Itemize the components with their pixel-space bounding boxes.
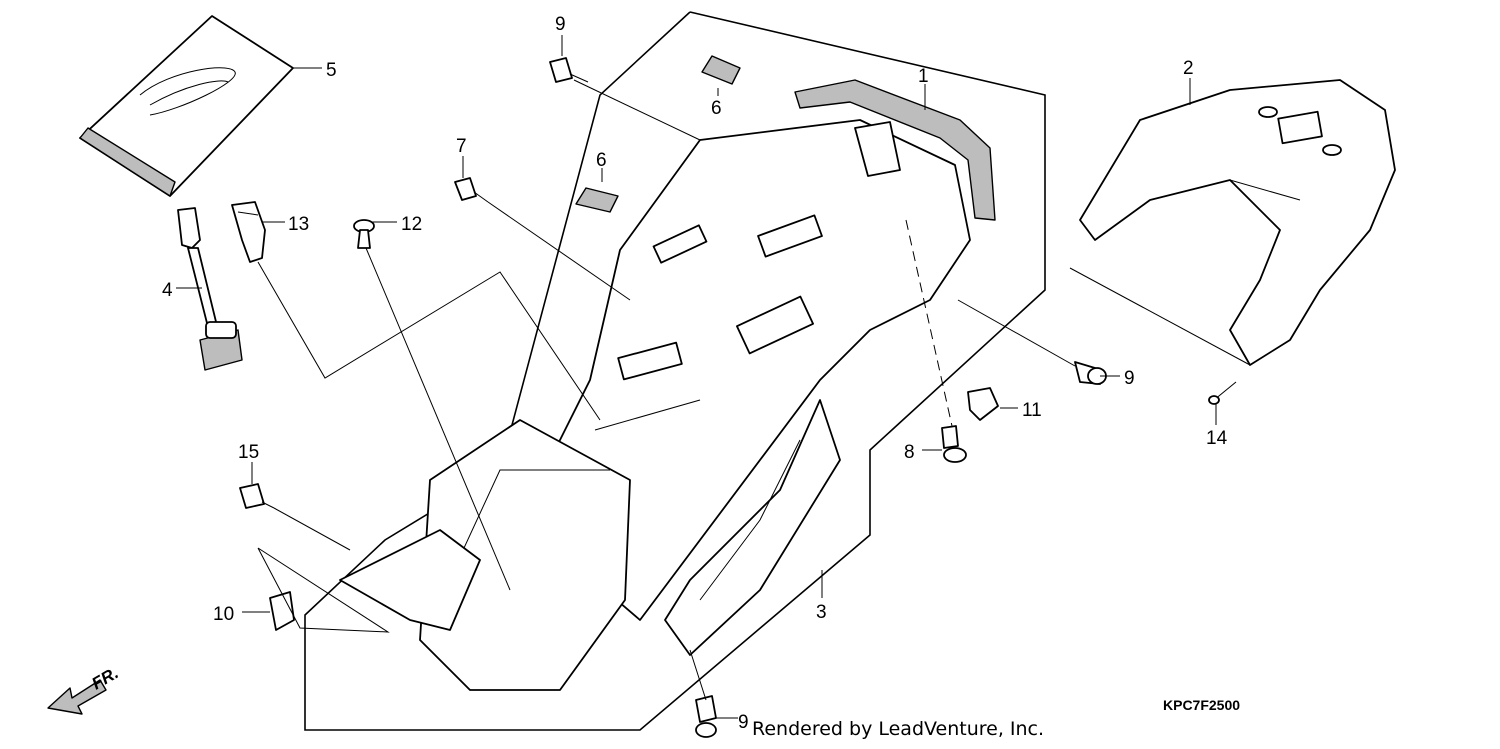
part-12-screw (353, 219, 375, 249)
assembly-outline-frame (304, 11, 1046, 731)
callout-15: 15 (238, 442, 259, 463)
callout-5: 5 (326, 60, 337, 81)
part-13-clip (231, 201, 266, 263)
callout-14: 14 (1206, 428, 1228, 449)
callout-13: 13 (288, 214, 309, 235)
callout-3: 3 (816, 602, 827, 623)
front-direction-arrow-icon: FR. (47, 663, 122, 715)
callout-9-right: 9 (1124, 368, 1135, 389)
part-15-bolt (239, 483, 275, 509)
callout-12: 12 (401, 214, 422, 235)
callout-9-bottom: 9 (738, 712, 749, 733)
part-5-tool-pouch (79, 15, 294, 197)
part-11-clip-nut (967, 387, 999, 421)
part-6-pad-upper (701, 55, 741, 85)
leader-lines (176, 35, 1251, 719)
part-14-screw (1208, 381, 1237, 405)
callout-10: 10 (213, 604, 234, 625)
callout-7: 7 (456, 136, 467, 157)
drawing-code: KPC7F2500 (1163, 697, 1241, 713)
part-3-rear-fender (339, 119, 971, 691)
part-6-pad-lower (575, 187, 619, 213)
callout-2: 2 (1183, 58, 1194, 79)
callout-11: 11 (1022, 400, 1042, 421)
watermark-text: Rendered by LeadVenture, Inc. (752, 718, 1045, 740)
part-4-rubber-strap (177, 207, 243, 371)
callout-4: 4 (162, 280, 173, 301)
callout-8: 8 (904, 442, 915, 463)
part-9-bolt-right (1074, 361, 1107, 385)
callout-6-lower: 6 (596, 150, 607, 171)
part-10-clip (269, 591, 295, 631)
part-9-bolt-bottom (695, 695, 717, 738)
part-7-bolt (454, 177, 489, 203)
callout-6-upper: 6 (711, 98, 722, 119)
part-2-rear-cowl (1079, 79, 1396, 366)
part-8-bolt (941, 425, 967, 463)
callout-1: 1 (918, 66, 929, 87)
callout-9-top: 9 (555, 14, 566, 35)
part-9-bolt-top (549, 57, 589, 83)
